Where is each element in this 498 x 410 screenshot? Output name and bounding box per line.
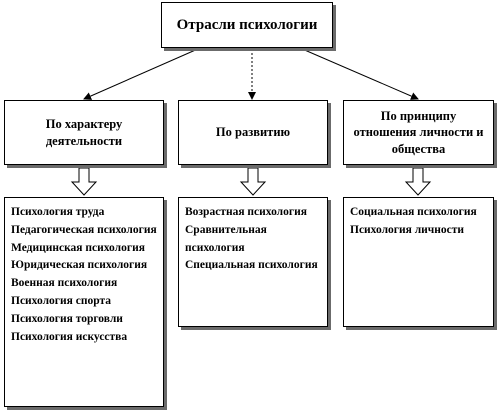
root-title: Отрасли психологии <box>176 16 318 33</box>
block-arrow-1 <box>70 167 98 196</box>
list-item: Психология труда <box>11 206 105 218</box>
block-arrow-3 <box>404 167 432 196</box>
list-development: Возрастная психология Сравнительная псих… <box>178 197 328 327</box>
list-item: Социальная психология <box>350 206 477 218</box>
arrow-to-social <box>299 47 419 100</box>
list-item: Возрастная психология <box>185 206 307 218</box>
list-item: Психология личности <box>350 223 465 236</box>
category-label: По характеру деятельности <box>45 117 123 148</box>
list-item: Педагогическая психология <box>11 223 157 236</box>
block-arrow-2 <box>239 167 267 196</box>
list-item: Военная психология <box>11 277 118 290</box>
list-item: Психология искусства <box>11 330 128 343</box>
category-social: По принципу отношения личности и обществ… <box>343 100 494 165</box>
category-label: По принципу отношения личности и обществ… <box>353 109 484 156</box>
list-item: Сравнительная психология <box>185 223 267 254</box>
list-activity: Психология труда Педагогическая психолог… <box>4 197 164 407</box>
category-activity: По характеру деятельности <box>4 100 164 165</box>
list-item: Психология торговли <box>11 312 123 325</box>
root-node: Отрасли психологии <box>161 2 333 48</box>
category-label: По развитию <box>215 125 291 140</box>
list-item: Специальная психология <box>185 259 318 272</box>
arrow-to-activity <box>83 47 201 100</box>
list-item: Психология спорта <box>11 295 111 308</box>
list-social: Социальная психология Психология личност… <box>343 197 494 327</box>
list-item: Юридическая психология <box>11 259 148 272</box>
category-development: По развитию <box>178 100 328 165</box>
list-item: Медицинская психология <box>11 241 145 254</box>
